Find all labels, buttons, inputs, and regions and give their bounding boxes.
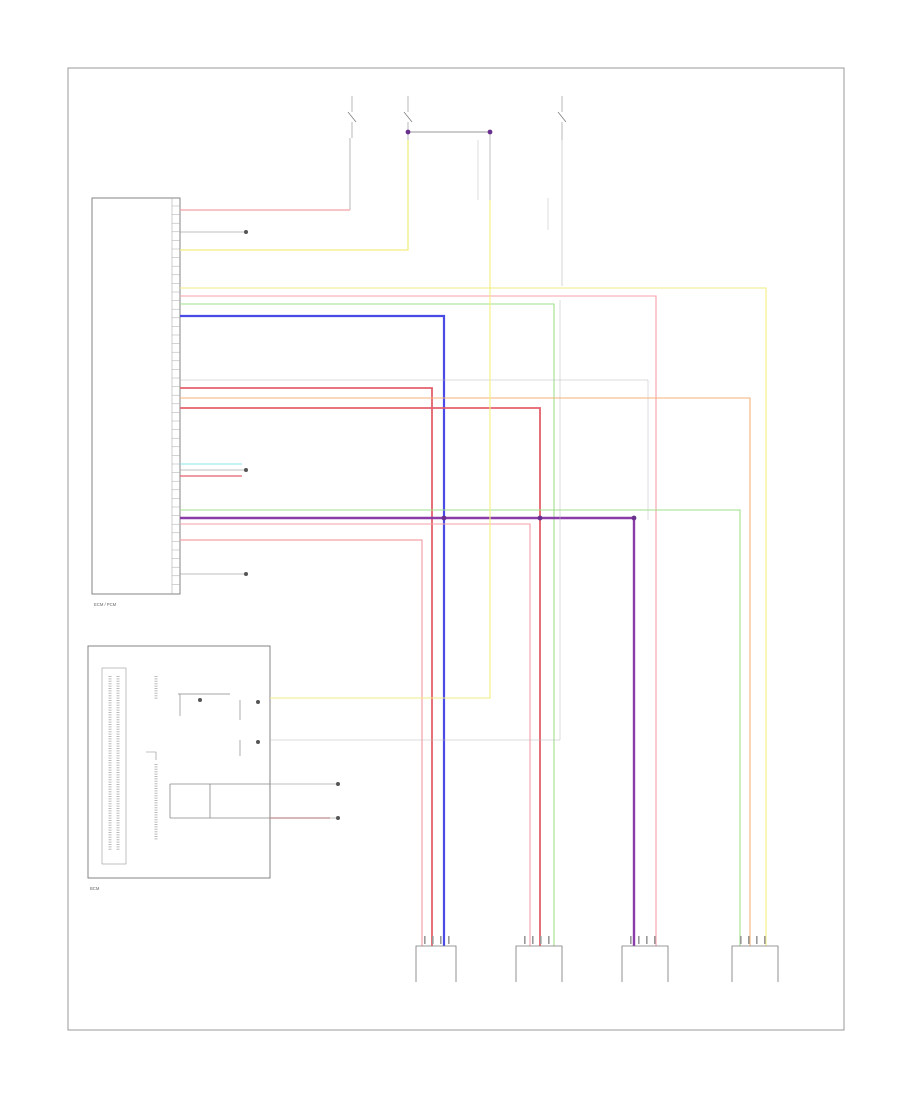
wire-green [180, 509, 741, 946]
connector-pin [548, 936, 550, 944]
wire-gray [180, 379, 649, 520]
connector-pin [756, 936, 758, 944]
ground-point [244, 230, 248, 234]
wire-pink [180, 295, 657, 946]
wire-blue [180, 314, 446, 946]
wire-orange [180, 397, 751, 946]
splice-points [405, 129, 637, 521]
fuse-section [347, 96, 567, 286]
splice-dot [537, 515, 543, 521]
sensor-connector-4 [731, 936, 779, 982]
connector-pin [630, 936, 632, 944]
wire-pink [180, 539, 423, 946]
wire-red [180, 407, 541, 946]
wire-yellow [270, 200, 491, 699]
module-combination-meter-label: ECM / PCM [94, 602, 117, 607]
module-combination-meter: ECM / PCM [91, 197, 181, 607]
diagram-frame [67, 67, 845, 1031]
connector-pin [654, 936, 656, 944]
sensor-connector-3 [621, 936, 669, 982]
connector-pin [448, 936, 450, 944]
sensor-connectors [415, 936, 779, 982]
ground-point [336, 816, 340, 820]
connector-pin [638, 936, 640, 944]
connector-pin [440, 936, 442, 944]
connector-body [621, 945, 669, 982]
ground-point [244, 572, 248, 576]
splice-dot [631, 515, 637, 521]
connector-pin [424, 936, 426, 944]
wire-purple [180, 516, 636, 946]
wire-gray [270, 300, 561, 741]
ground-point [336, 782, 340, 786]
connector-pin [740, 936, 742, 944]
connector-body [515, 945, 563, 982]
wires [180, 140, 767, 946]
fuse-1 [347, 96, 357, 210]
connector-pin [532, 936, 534, 944]
connector-pin [764, 936, 766, 944]
splice-dot [441, 515, 447, 521]
stub-wires [180, 230, 340, 820]
connector-pin [524, 936, 526, 944]
ground-point [244, 468, 248, 472]
module-body-control-unit-label: BCM [90, 886, 100, 891]
wire-red [180, 387, 433, 946]
wire-green [180, 303, 555, 946]
wire-yellow [180, 140, 409, 251]
connector-body [415, 945, 457, 982]
wire-pink [180, 523, 531, 946]
fuse-3 [557, 96, 567, 286]
connector-pin [540, 936, 542, 944]
splice-dot [487, 129, 493, 135]
module-pins [172, 205, 180, 585]
sensor-connector-2 [515, 936, 563, 982]
wire-yellow [180, 287, 767, 946]
splice-dot [405, 129, 411, 135]
connector-body [731, 945, 779, 982]
module-body-control-unit: BCM [87, 645, 271, 891]
connector-pin [646, 936, 648, 944]
fuse-2 [403, 96, 492, 140]
sensor-connector-1 [415, 936, 457, 982]
connector-pin [432, 936, 434, 944]
connector-pin [748, 936, 750, 944]
